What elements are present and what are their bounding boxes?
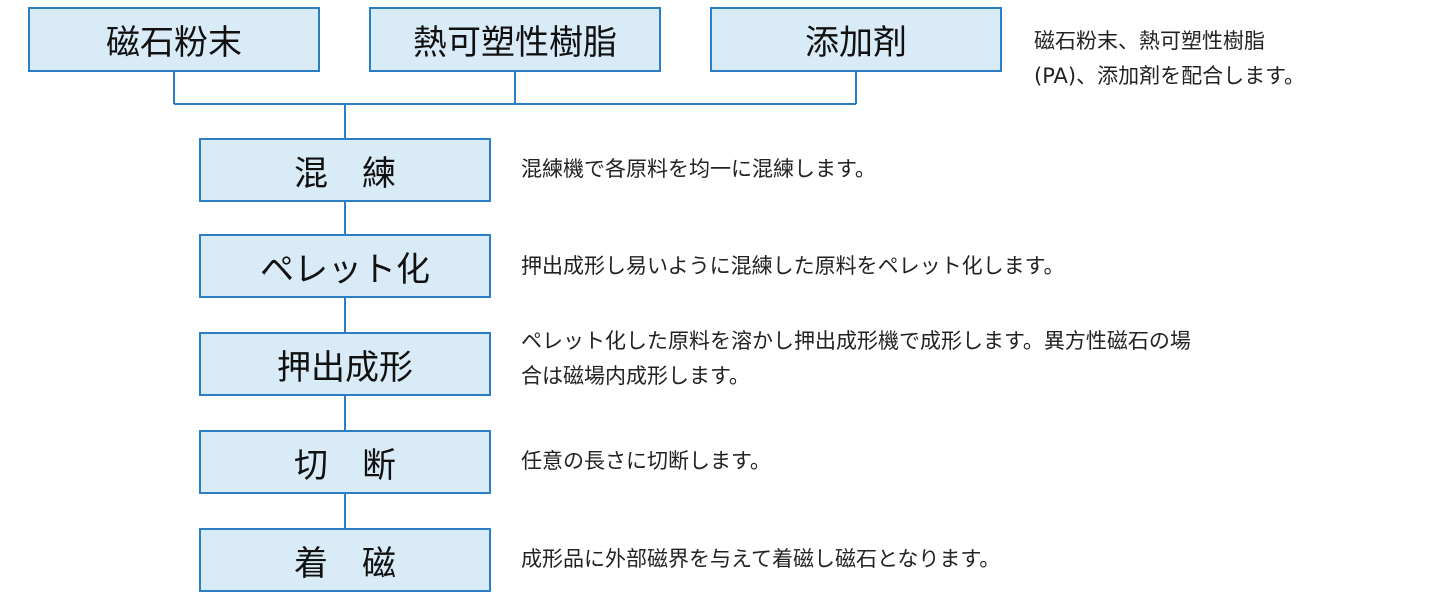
step-description-kneading: 混練機で各原料を均一に混練します。: [521, 157, 876, 181]
step-description-pelletizing: 押出成形し易いように混練した原料をペレット化します。: [521, 254, 1065, 278]
step-description-extrusion: ペレット化した原料を溶かし押出成形機で成形します。異方性磁石の場 合は磁場内成形…: [521, 329, 1191, 388]
material-label: 磁石粉末: [106, 23, 242, 63]
step-box-cutting: 切 断: [199, 430, 491, 494]
step-box-magnetizing: 着 磁: [199, 528, 491, 592]
material-label: 添加剤: [805, 23, 907, 63]
materials-note: 磁石粉末、熱可塑性樹脂 (PA)、添加剤を配合します。: [1034, 29, 1305, 88]
material-box-thermoplastic-resin: 熱可塑性樹脂: [369, 7, 661, 72]
step-label: 混 練: [294, 153, 396, 194]
step-box-kneading: 混 練: [199, 138, 491, 202]
step-label: 着 磁: [294, 543, 396, 584]
step-box-pelletizing: ペレット化: [199, 234, 491, 298]
material-label: 熱可塑性樹脂: [413, 23, 617, 63]
step-box-extrusion: 押出成形: [199, 332, 491, 396]
step-label: 切 断: [294, 445, 396, 486]
step-description-magnetizing: 成形品に外部磁界を与えて着磁し磁石となります。: [521, 547, 1001, 571]
step-label: 押出成形: [277, 347, 413, 388]
step-description-cutting: 任意の長さに切断します。: [521, 449, 771, 473]
step-label: ペレット化: [260, 249, 430, 290]
material-box-magnet-powder: 磁石粉末: [28, 7, 320, 72]
material-box-additive: 添加剤: [710, 7, 1002, 72]
